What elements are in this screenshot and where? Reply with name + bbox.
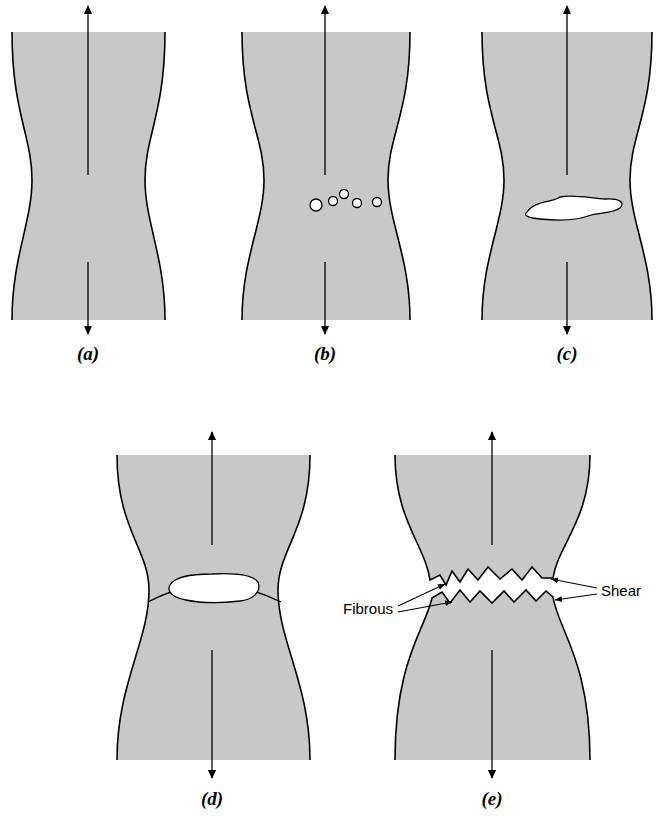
specimen-edge bbox=[630, 32, 652, 320]
panel-label: (b) bbox=[314, 343, 336, 365]
specimen-body bbox=[242, 32, 410, 320]
load-arrows bbox=[88, 6, 567, 778]
specimen-edge bbox=[278, 455, 310, 760]
specimen-edge bbox=[242, 32, 264, 320]
crack bbox=[525, 196, 622, 220]
callout-label: Shear bbox=[600, 582, 642, 599]
callout-label: Fibrous bbox=[342, 600, 394, 617]
specimen-body bbox=[117, 455, 310, 760]
specimen-edge bbox=[388, 32, 410, 320]
specimen-edge bbox=[12, 32, 32, 320]
panel-label: (a) bbox=[77, 343, 99, 365]
panel-label: (d) bbox=[201, 788, 223, 810]
panel-label: (e) bbox=[481, 788, 502, 810]
voids bbox=[310, 190, 382, 212]
panel-label: (c) bbox=[556, 343, 577, 365]
specimen-edge bbox=[482, 32, 504, 320]
specimen-edge bbox=[117, 455, 149, 760]
specimen-edge bbox=[145, 32, 165, 320]
leader-lines bbox=[398, 579, 597, 612]
crack bbox=[169, 574, 259, 603]
